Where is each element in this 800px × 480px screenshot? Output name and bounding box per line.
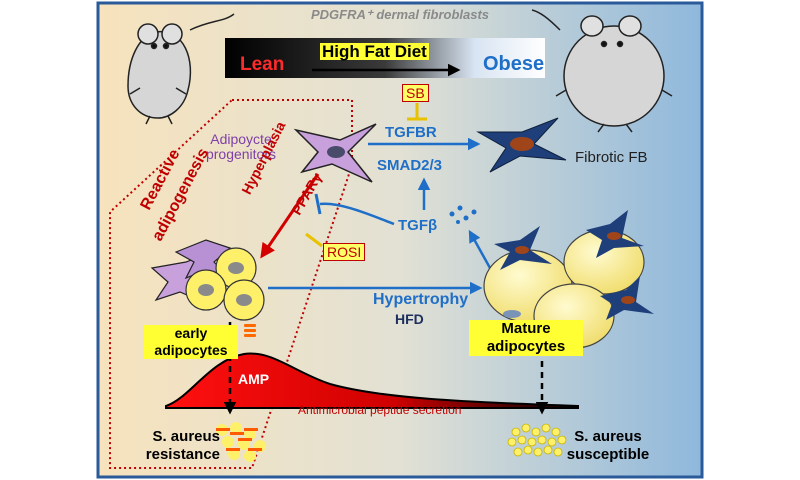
- obese-label: Obese: [483, 53, 545, 75]
- reactive-adipogenesis-region: [109, 99, 353, 469]
- progenitors-label: Adipoycte progenitors: [205, 131, 277, 163]
- early-adipocyte-cluster-icon: [150, 239, 265, 321]
- amp-secretion-label: Antimicrobial peptide secretion: [298, 403, 462, 417]
- hypertrophy-label: Hypertrophy: [373, 291, 469, 308]
- tgfb-inhibit-bar: [314, 193, 322, 215]
- sb-inhibitor-label: SB: [402, 84, 429, 102]
- lean-mouse-icon: [127, 13, 235, 125]
- resistance-label: S. aureus resistance: [145, 428, 220, 463]
- early-adipocytes-label: early adipocytes: [144, 325, 238, 359]
- adipocyte-progenitor-icon: [293, 123, 377, 183]
- mature-adipocyte-cluster-icon: [483, 210, 654, 349]
- tgfbr-label: TGFBR: [385, 124, 437, 141]
- mature-to-tgfb-arrow: [468, 229, 492, 269]
- obese-mouse-icon: [531, 9, 673, 133]
- fibrotic-fibroblast-icon: [476, 117, 567, 173]
- figure-title: PDGFRA⁺ dermal fibroblasts: [310, 7, 490, 22]
- bacteria-resistant-icon: [216, 422, 266, 462]
- hyperplasia-arrow: [260, 173, 320, 259]
- hfd-label: HFD: [395, 311, 424, 327]
- amp-label: AMP: [238, 371, 270, 387]
- high-fat-diet-label: High Fat Diet: [320, 42, 429, 61]
- smad-label: SMAD2/3: [377, 157, 443, 174]
- rosi-inhibitor-label: ROSI: [323, 243, 366, 261]
- tgfb-label: TGFβ: [398, 217, 438, 234]
- fibrotic-fb-label: Fibrotic FB: [575, 149, 648, 166]
- mature-adipocytes-label: Mature adipocytes: [469, 320, 583, 356]
- lean-label: Lean: [240, 54, 285, 75]
- bacteria-susceptible-icon: [507, 423, 567, 457]
- rosi-activation-line: [305, 232, 323, 248]
- susceptible-label: S. aureus susceptible: [566, 428, 650, 463]
- tgfb-inhibit-curve: [319, 202, 395, 226]
- amp-peptide-icon: [244, 324, 256, 337]
- amp-secretion-curve: [165, 352, 579, 409]
- tgfb-dots-icon: [449, 205, 477, 224]
